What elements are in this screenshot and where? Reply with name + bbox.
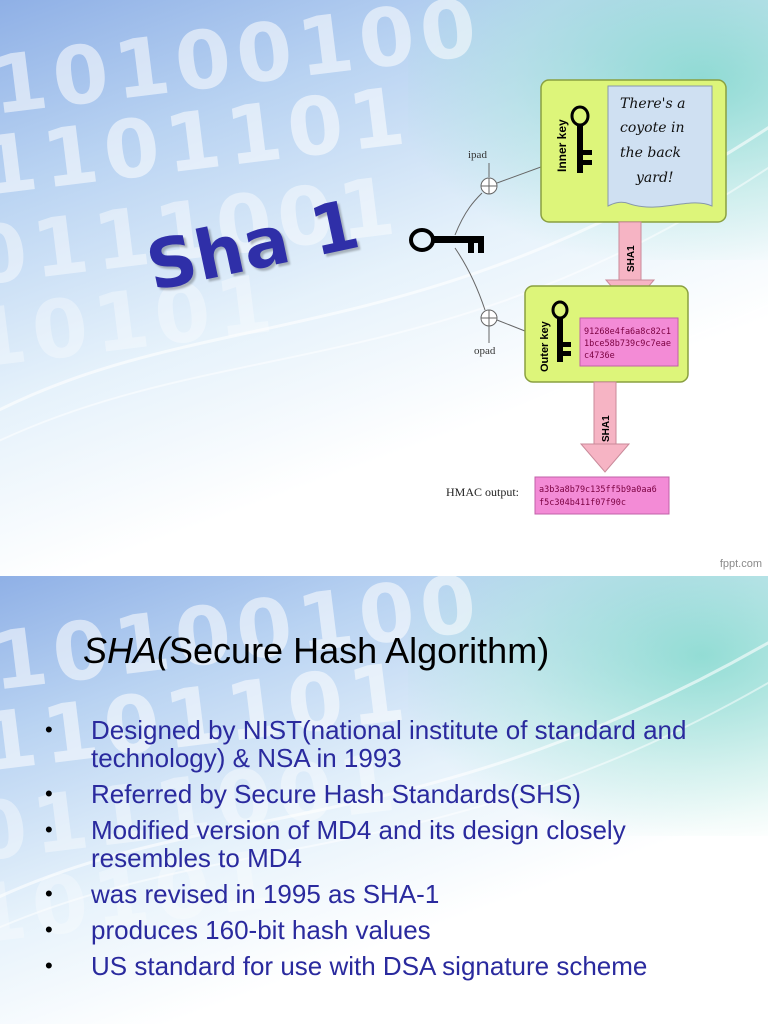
hmac-output-label: HMAC output:	[446, 485, 519, 499]
hash-line: 91268e4fa6a8c82c1	[584, 327, 671, 337]
message-note	[607, 85, 713, 208]
title-rest: Secure Hash Algorithm)	[169, 630, 550, 671]
background-swirl	[0, 641, 768, 929]
outer-key-label: Outer key	[539, 320, 551, 372]
ipad-label: ipad	[468, 149, 487, 161]
hmac-diagram: ipad opad Inner key There's a coyote in …	[409, 79, 727, 515]
sha1-label: SHA1	[626, 245, 637, 272]
list-item: •was revised in 1995 as SHA-1	[45, 879, 440, 909]
hash-line: a3b3a8b79c135ff5b9a0aa6	[539, 485, 657, 495]
xor-icon	[480, 177, 498, 195]
bullet-icon: •	[45, 717, 53, 742]
list-item: •US standard for use with DSA signature …	[45, 951, 648, 981]
sha1-label: SHA1	[601, 415, 612, 442]
hash-line: c4736e	[584, 351, 615, 361]
list-item: •produces 160-bit hash values	[45, 915, 431, 945]
watermark: fppt.com	[719, 558, 762, 570]
bullet-icon: •	[45, 917, 53, 942]
list-item: •Modified version of MD4 and its design …	[45, 815, 626, 873]
key-icon	[409, 228, 484, 253]
key-icon	[551, 300, 571, 362]
arrow-sha1	[579, 381, 631, 473]
hmac-output-box	[534, 476, 670, 515]
list-item: •Referred by Secure Hash Standards(SHS)	[45, 779, 581, 809]
slide-sha-overview: 10100100 1101101 0111001 10101 SHA(Secur…	[0, 576, 768, 1024]
note-line: yard!	[635, 170, 674, 186]
slide-sha1: 10100100 1101101 0111001 10101 Sha 1 ipa…	[0, 0, 768, 576]
bullet-icon: •	[45, 781, 53, 806]
hash-line: f5c304b411f07f90c	[539, 498, 626, 508]
bullet-icon: •	[45, 881, 53, 906]
opad-label: opad	[474, 345, 496, 357]
xor-icon	[480, 309, 498, 327]
inner-key-label: Inner key	[555, 119, 569, 172]
note-line: the back	[620, 145, 681, 161]
slide-title: SHA(Secure Hash Algorithm)	[83, 630, 549, 672]
key-icon	[570, 105, 592, 173]
title-italic: SHA(	[83, 630, 170, 671]
inner-hash-box	[579, 317, 679, 367]
bullet-icon: •	[45, 953, 53, 978]
background-glow	[408, 576, 768, 836]
bullet-icon: •	[45, 817, 53, 842]
note-line: There's a	[620, 96, 685, 112]
note-line: coyote in	[620, 120, 684, 136]
bullet-list: •Designed by NIST(national institute of …	[45, 716, 745, 988]
hash-line: 1bce58b739c9c7eae	[584, 339, 671, 349]
list-item: •Designed by NIST(national institute of …	[45, 715, 687, 773]
